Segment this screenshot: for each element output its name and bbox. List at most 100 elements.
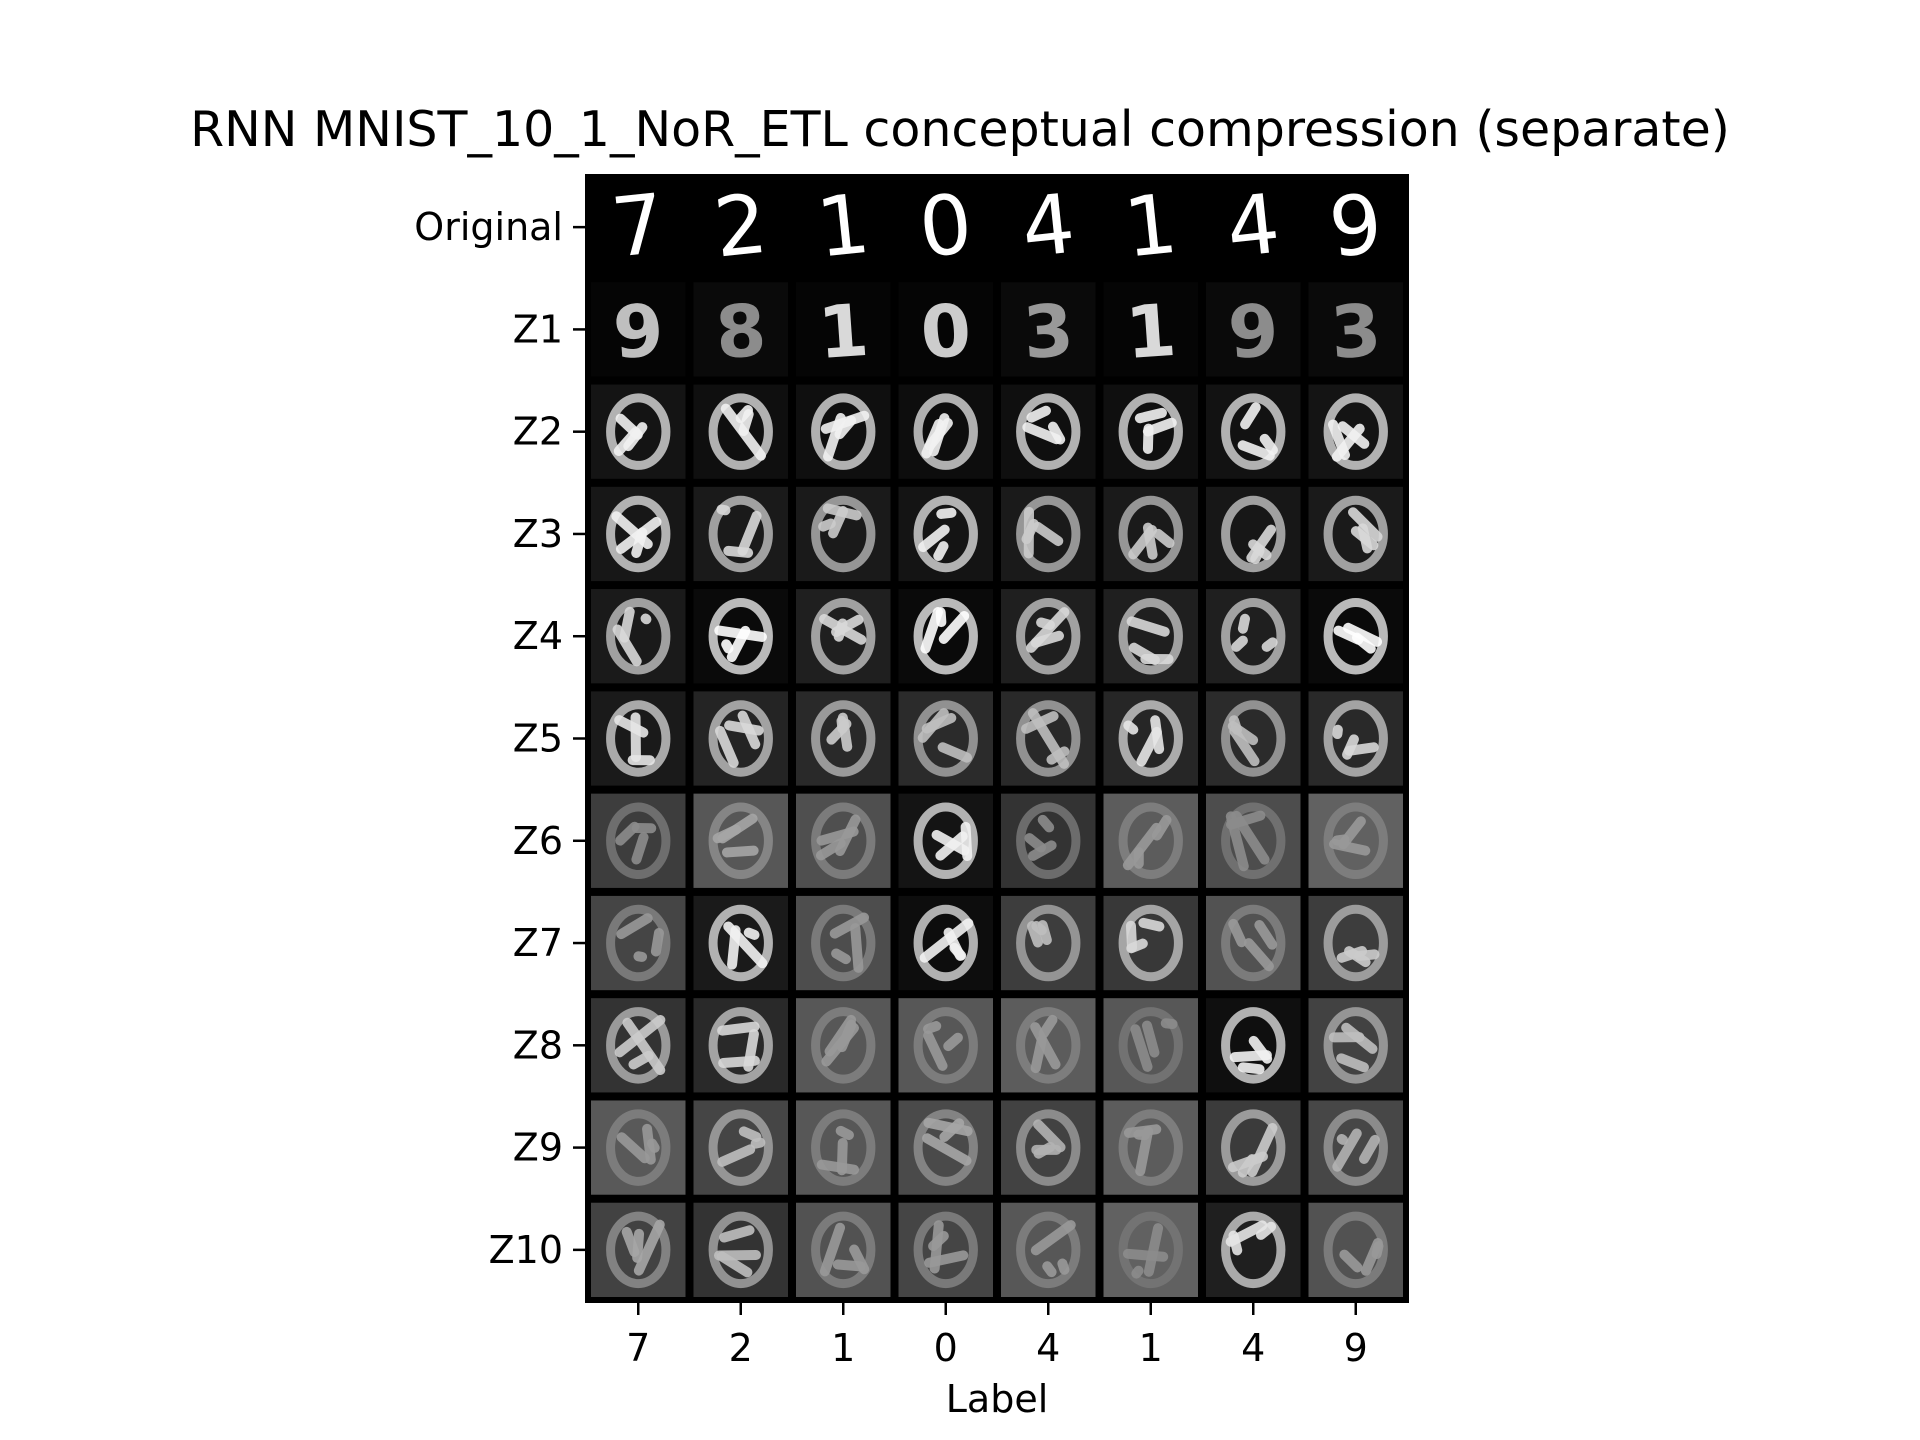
- cell-blob-stroke: [823, 413, 846, 462]
- cell-blob-ring: [811, 495, 876, 573]
- cell-blob-stroke: [622, 1017, 666, 1076]
- cell-blob-ring: [1118, 802, 1183, 880]
- x-tick-label: 7: [626, 1326, 650, 1370]
- cell-blob-ring: [1016, 700, 1081, 777]
- cell-blob-ring: [913, 495, 978, 573]
- cell-digit: 1: [1123, 288, 1179, 375]
- image-cell: [1103, 486, 1198, 582]
- cell-blob-ring: [1323, 802, 1388, 880]
- cell-blob-stroke: [834, 415, 857, 440]
- cell-blob-ring: [606, 495, 671, 573]
- cell-digit: 1: [1120, 177, 1182, 277]
- cell-blob-ring: [1323, 700, 1388, 777]
- cell-blob-ring: [811, 802, 876, 880]
- cell-blob-ring: [708, 1109, 773, 1186]
- cell-blob-stroke: [1255, 1221, 1277, 1240]
- image-cell: 1: [796, 177, 891, 277]
- cell-blob-ring: [913, 802, 978, 880]
- y-tick-label: Z6: [513, 819, 563, 863]
- cell-blob-stroke: [822, 503, 862, 521]
- cell-blob-stroke: [1237, 440, 1275, 461]
- cell-blob-stroke: [1122, 822, 1162, 871]
- cell-digit: 9: [1225, 288, 1281, 375]
- cell-blob-stroke: [1228, 715, 1242, 735]
- cell-blob-stroke: [640, 613, 652, 625]
- cell-background: [1206, 282, 1301, 377]
- cell-blob-stroke: [1237, 1062, 1265, 1075]
- image-cell: [1001, 589, 1096, 684]
- cell-blob-stroke: [1126, 616, 1170, 637]
- cell-blob-stroke: [1030, 1022, 1061, 1070]
- cell-blob-stroke: [1329, 839, 1371, 856]
- cell-blob-stroke: [1022, 422, 1062, 445]
- cell-blob-stroke: [718, 1055, 760, 1068]
- cell-blob-ring: [811, 597, 876, 675]
- cell-background: [796, 180, 891, 275]
- cell-blob-stroke: [928, 413, 950, 457]
- cell-blob-ring: [606, 393, 671, 470]
- cell-blob-stroke: [1135, 1126, 1154, 1177]
- cell-blob-stroke: [1122, 1248, 1169, 1262]
- cell-background: [1001, 282, 1096, 377]
- cell-digit: 2: [710, 177, 772, 277]
- cell-blob-stroke: [720, 403, 767, 461]
- image-cell: [1206, 998, 1301, 1093]
- cell-blob-ring: [1221, 597, 1286, 675]
- image-cell: 9: [1206, 282, 1301, 377]
- image-cell: [1001, 1202, 1096, 1297]
- image-cell: [591, 589, 686, 684]
- image-cell: [591, 691, 686, 786]
- cell-blob-stroke: [919, 918, 974, 963]
- cell-blob-stroke: [1151, 815, 1172, 841]
- image-cell: 9: [591, 282, 686, 377]
- image-cell: [693, 1202, 788, 1297]
- image-cell: [898, 486, 993, 582]
- cell-blob-stroke: [616, 1132, 650, 1164]
- image-cell: [796, 1100, 891, 1195]
- image-cell: [1001, 895, 1096, 991]
- x-tick-label: 1: [1139, 1326, 1163, 1370]
- cell-blob-stroke: [1343, 622, 1383, 647]
- cell-blob-stroke: [1024, 833, 1047, 853]
- image-cell: [1103, 998, 1198, 1093]
- cell-blob-stroke: [1046, 746, 1070, 765]
- cell-blob-stroke: [611, 511, 653, 550]
- cell-blob-stroke: [1150, 715, 1165, 755]
- y-tick-label: Z3: [513, 512, 563, 556]
- cell-blob-stroke: [633, 1219, 665, 1276]
- cell-blob-ring: [1221, 1211, 1286, 1289]
- cell-blob-stroke: [712, 824, 742, 844]
- cell-blob-ring: [1016, 1007, 1081, 1084]
- image-cell: [591, 1100, 686, 1195]
- image-cell: 3: [1308, 282, 1403, 377]
- cell-blob-stroke: [1130, 1024, 1153, 1072]
- cell-blob-stroke: [1231, 635, 1248, 652]
- cell-blob-ring: [1016, 904, 1081, 982]
- cell-blob-stroke: [1037, 814, 1055, 833]
- cell-blob-stroke: [1332, 1128, 1362, 1172]
- image-cell: 1: [1103, 177, 1198, 277]
- y-tick-label: Z1: [513, 307, 563, 351]
- cell-blob-stroke: [819, 1222, 846, 1277]
- cell-blob-stroke: [929, 1220, 944, 1274]
- image-cell: [591, 384, 686, 479]
- image-cell: [1103, 1202, 1198, 1297]
- image-cell: 0: [898, 282, 993, 377]
- image-cell: [693, 998, 788, 1093]
- cell-blob-stroke: [1336, 1133, 1348, 1145]
- cell-blob-ring: [1118, 904, 1183, 982]
- cell-blob-stroke: [1030, 630, 1064, 648]
- cell-blob-stroke: [834, 814, 861, 857]
- x-tick-label: 4: [1241, 1326, 1265, 1370]
- cell-blob-stroke: [716, 504, 731, 516]
- cell-background: [796, 282, 891, 377]
- cell-background: [898, 282, 993, 377]
- cell-blob-stroke: [1038, 1014, 1058, 1039]
- image-cell: 7: [591, 177, 686, 277]
- cell-blob-ring: [1221, 393, 1286, 470]
- image-cell: [898, 998, 993, 1093]
- cell-digit: 3: [1020, 288, 1076, 375]
- cell-blob-stroke: [727, 925, 741, 970]
- cell-blob-stroke: [1225, 811, 1249, 872]
